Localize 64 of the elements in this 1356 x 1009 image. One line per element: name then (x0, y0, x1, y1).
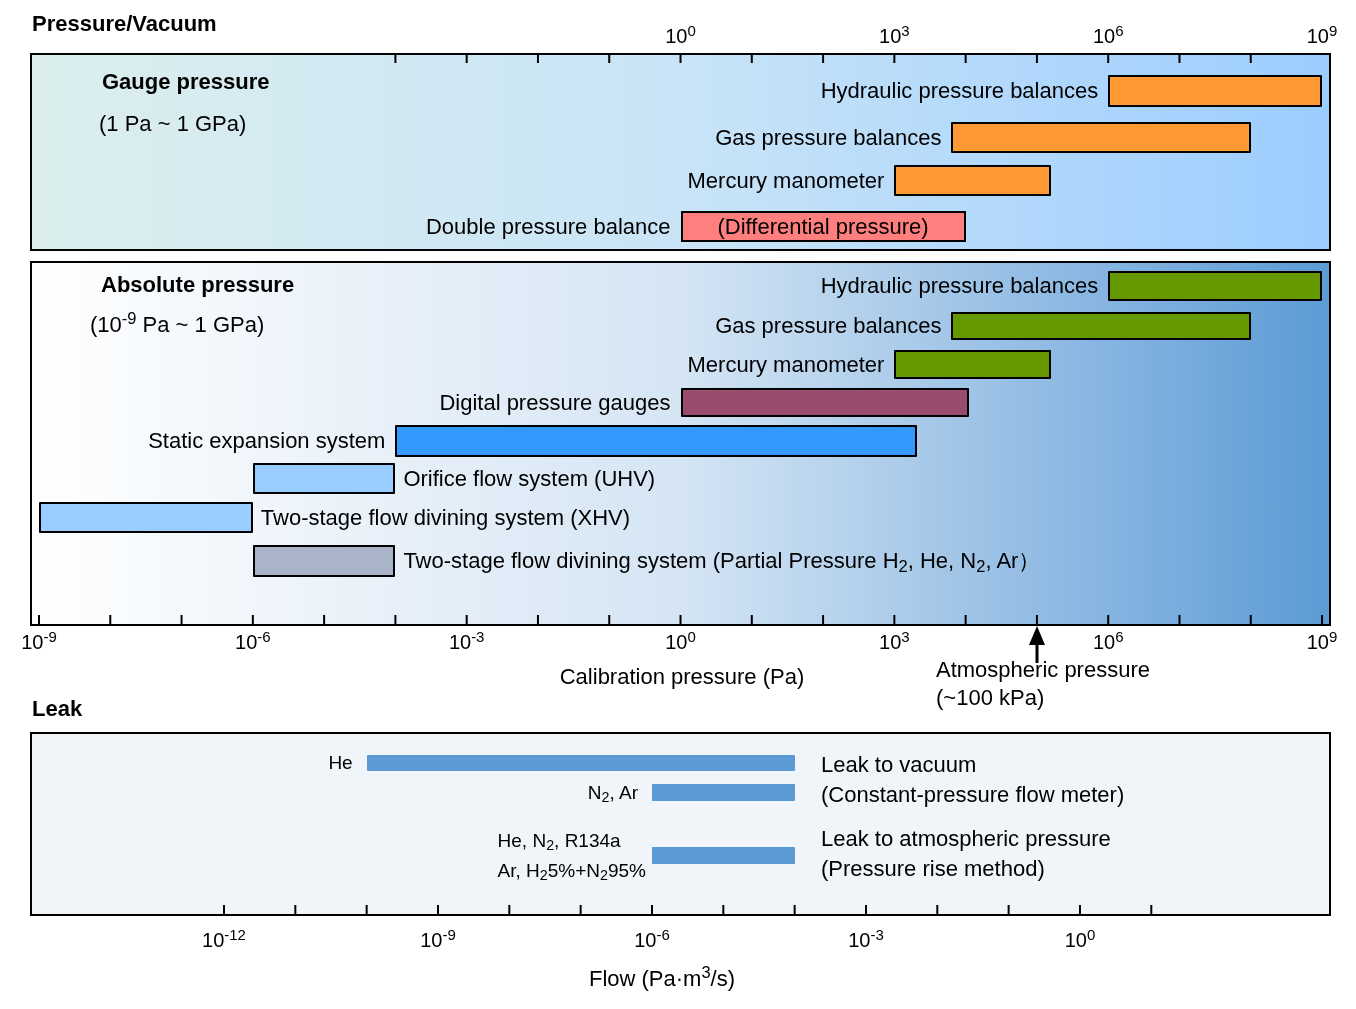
instrument-label: Orifice flow system (UHV) (403, 464, 656, 493)
instrument-label: Two-stage flow divining system (XHV) (260, 503, 631, 532)
tick-label: 10$^{3}$ (879, 22, 910, 49)
instrument-label: Gas pressure balances (715, 123, 942, 152)
range-description: (Constant-pressure flow meter) (821, 781, 1125, 809)
panel-heading: Absolute pressure (101, 272, 295, 298)
tick-label: 10$^{9}$ (1306, 628, 1338, 655)
range-bar (252, 545, 396, 577)
range-description: Leak to vacuum (821, 751, 977, 779)
range-bar (651, 784, 795, 801)
range-description: Leak to atmospheric pressure (821, 825, 1111, 853)
panel (30, 732, 1331, 916)
panel-heading: Gauge pressure (102, 69, 270, 95)
instrument-label: Hydraulic pressure balances (820, 272, 1099, 300)
range-bar (680, 388, 970, 417)
axis-title: Flow (Pa·m$^{3}$/s) (588, 965, 736, 993)
range-description: (Pressure rise method) (821, 855, 1045, 883)
panel (30, 261, 1331, 626)
tick-label: 10$^{0}$ (1064, 926, 1096, 953)
instrument-label: Mercury manometer (687, 166, 885, 195)
tick-label: 10$^{-9}$ (420, 926, 456, 953)
annotation-text: Atmospheric pressure (~100 kPa) (936, 656, 1151, 712)
tick-label: 10$^{0}$ (665, 22, 696, 49)
range-note: (1 Pa ~ 1 GPa) (99, 111, 247, 137)
range-bar (1108, 271, 1322, 301)
instrument-label: Mercury manometer (687, 350, 885, 379)
tick-label: 10$^{3}$ (879, 628, 910, 655)
range-bar (894, 165, 1052, 196)
range-bar (951, 312, 1251, 340)
range-bar (39, 502, 253, 533)
instrument-label: Double pressure balance (425, 212, 671, 241)
gas-label: N$_{2}$, Ar (587, 780, 638, 805)
range-bar (366, 755, 795, 771)
range-bar (680, 211, 966, 242)
range-bar (894, 350, 1052, 379)
tick-label: 10$^{-3}$ (448, 628, 485, 655)
section-heading: Leak (32, 695, 83, 723)
tick-label: 10$^{9}$ (1306, 22, 1338, 49)
panel (30, 53, 1331, 251)
range-note: (10$^{-9}$ Pa ~ 1 GPa) (90, 312, 265, 338)
range-bar (651, 847, 795, 864)
instrument-label: Two-stage flow divining system (Partial Pressure H$_{2}$, He, N$_{2}$, Ar） (403, 547, 1041, 575)
gas-label: Ar, H$_{2}$5%+N$_{2}$95% (497, 858, 646, 886)
instrument-label: Hydraulic pressure balances (820, 77, 1099, 105)
section-heading: Pressure/Vacuum (32, 10, 217, 38)
tick-label: 10$^{6}$ (1092, 628, 1124, 655)
tick-label: 10$^{-12}$ (202, 926, 246, 953)
instrument-label: Gas pressure balances (715, 312, 942, 340)
axis-title: Calibration pressure (Pa) (559, 663, 805, 691)
range-bar (252, 463, 396, 494)
tick-label: 10$^{-9}$ (21, 628, 57, 655)
tick-label: 10$^{0}$ (665, 628, 696, 655)
gas-label: He (328, 751, 353, 775)
tick-label: 10$^{6}$ (1092, 22, 1124, 49)
tick-label: 10$^{-6}$ (634, 926, 670, 953)
tick-label: 10$^{-6}$ (235, 628, 271, 655)
range-bar (395, 425, 918, 457)
tick-label: 10$^{-3}$ (848, 926, 884, 953)
bar-text: (Differential pressure) (716, 213, 930, 240)
gas-label: He, N$_{2}$, R134a (497, 828, 621, 856)
range-bar (951, 122, 1251, 153)
instrument-label: Digital pressure gauges (439, 388, 671, 417)
range-bar (1108, 75, 1322, 107)
instrument-label: Static expansion system (148, 427, 386, 455)
